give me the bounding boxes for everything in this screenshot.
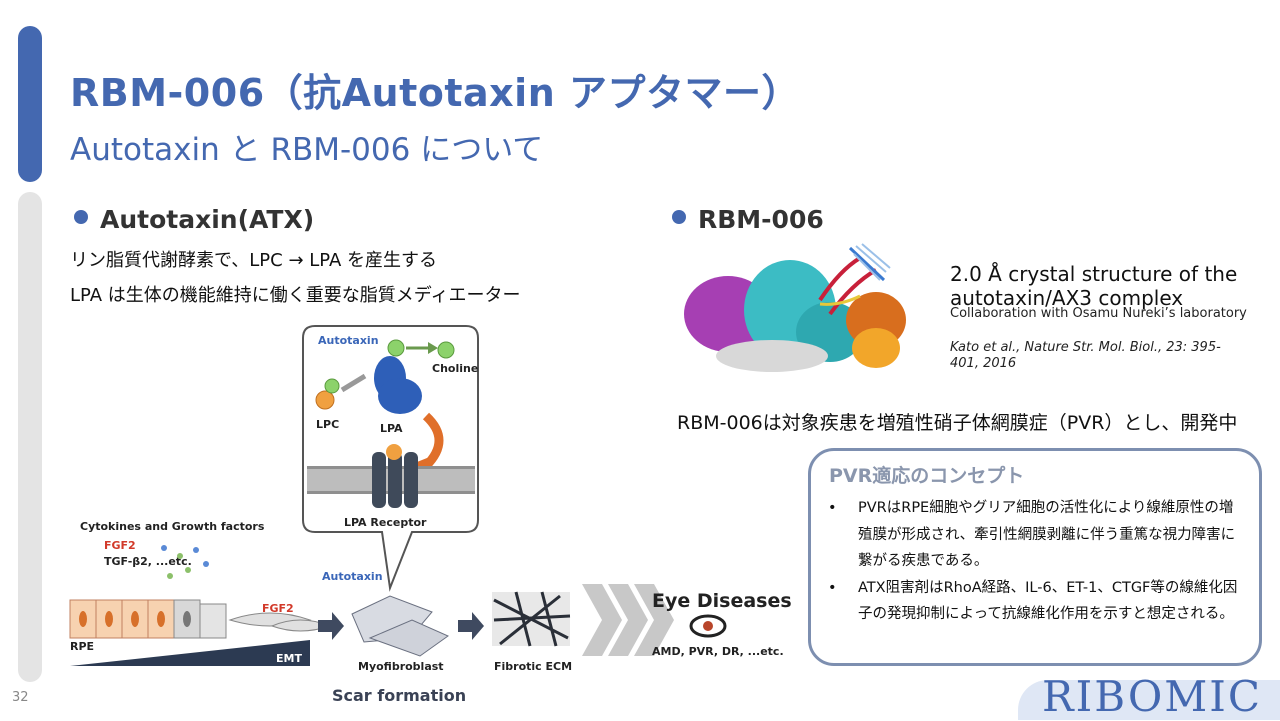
lpc-head-icon (324, 378, 340, 394)
section-heading-autotaxin: Autotaxin(ATX) (74, 205, 314, 234)
lpa-label: LPA (380, 422, 403, 435)
myofibroblast-cell (368, 619, 450, 657)
pvr-item-text: PVRはRPE細胞やグリア細胞の活性化により線維原性の増殖膜が形成され、牽引性網… (858, 500, 1236, 569)
cytokine-dot-icon (161, 545, 167, 551)
cytokine-dot-icon (203, 561, 209, 567)
eye-diseases-label: Eye Diseases (652, 590, 792, 612)
pvr-concept-title: PVR適応のコンセプト (829, 465, 1025, 487)
rpe-label: RPE (70, 640, 94, 653)
emt-label: EMT (276, 652, 302, 665)
aptamer-backbone (819, 294, 861, 306)
page-number: 32 (12, 690, 29, 705)
cytokine-dot-icon (167, 573, 173, 579)
autotaxin-line-1: リン脂質代謝酵素で、LPC → LPA を産生する (70, 250, 438, 271)
aptamer-helix-rungs (853, 243, 891, 281)
autotaxin-enzyme-body-icon (378, 378, 422, 414)
list-item: • PVRはRPE細胞やグリア細胞の活性化により線維原性の増殖膜が形成され、牽引… (826, 495, 1246, 575)
pvr-concept-box (808, 448, 1262, 666)
crystal-structure-title: 2.0 Å crystal structure of the autotaxin… (950, 262, 1238, 310)
rpe-cell (95, 599, 123, 639)
cell-nucleus-icon (183, 611, 191, 627)
accent-bar-top (18, 26, 42, 182)
fgf2-cell-label: FGF2 (262, 602, 294, 615)
pvr-concept-list: • PVRはRPE細胞やグリア細胞の活性化により線維原性の増殖膜が形成され、牽引… (826, 495, 1246, 628)
autotaxin-pathway-figure: Autotaxin Choline LPC LPA LPA Receptor C… (69, 325, 792, 705)
rpe-nucleus-icon (157, 611, 165, 627)
cytokine-dot-icon (177, 553, 183, 559)
accent-bar-side (18, 192, 42, 682)
inset-title: Autotaxin (318, 334, 379, 347)
choline-label: Choline (432, 362, 478, 375)
bullet-dot-icon (74, 210, 88, 224)
choline-molecule-icon (437, 341, 455, 359)
lpa-molecule-icon (387, 339, 405, 357)
receptor-icon (372, 452, 386, 508)
rpe-nucleus-icon (79, 611, 87, 627)
emt-wedge (70, 640, 310, 666)
logo-band (1018, 680, 1280, 720)
cytokine-dot-icon (193, 547, 199, 553)
bullet-icon: • (828, 579, 837, 596)
rpe-nucleus-icon (105, 611, 113, 627)
chevron-right-icon (582, 584, 622, 656)
diseases-list-label: AMD, PVR, DR, ...etc. (652, 645, 784, 658)
autotaxin-line-2: LPA は生体の機能維持に働く重要な脂質メディエーター (70, 285, 521, 306)
chevron-right-icon (634, 584, 674, 656)
receptor-segment-2 (388, 452, 402, 508)
citation: Kato et al., Nature Str. Mol. Biol., 23:… (950, 340, 1221, 371)
rpe-nucleus-icon (131, 611, 139, 627)
cytokines-label: Cytokines and Growth factors (80, 520, 265, 533)
transitioning-cell (199, 603, 227, 639)
lpc-molecule-icon (315, 390, 335, 410)
section-heading-text: Autotaxin(ATX) (100, 205, 315, 234)
tgf-label: TGF-β2, ...etc. (104, 555, 192, 568)
receptor-label: LPA Receptor (344, 516, 427, 529)
choline-arrowhead-icon (428, 342, 438, 354)
rbm006-development-statement: RBM-006は対象疾患を増殖性硝子体網膜症（PVR）とし、開発中 (677, 412, 1238, 434)
eye-pupil-icon (703, 621, 713, 631)
cytokine-dot-icon (185, 567, 191, 573)
protein-domain-yellow (852, 328, 900, 368)
autotaxin-cell-label: Autotaxin (322, 570, 383, 583)
bound-lpa-icon (386, 444, 402, 460)
crystal-structure-image (684, 243, 906, 372)
protein-domain-gray (716, 340, 828, 372)
section-heading-text: RBM-006 (698, 205, 824, 234)
pvr-item-text: ATX阻害剤はRhoA経路、IL-6、ET-1、CTGF等の線維化因子の発現抑制… (858, 579, 1238, 623)
scar-formation-label: Scar formation (332, 686, 466, 705)
section-heading-rbm006: RBM-006 (672, 205, 824, 234)
step-arrow-icon (318, 612, 344, 640)
lpc-label: LPC (316, 418, 339, 431)
myofibroblast-label: Myofibroblast (358, 660, 444, 673)
ecm-fiber (493, 591, 571, 647)
chevron-right-icon (608, 584, 648, 656)
slide-subtitle: Autotaxin と RBM-006 について (70, 132, 544, 168)
fibrotic-ecm-label: Fibrotic ECM (494, 660, 572, 673)
lpc-arrow-icon (340, 373, 367, 393)
list-item: • ATX阻害剤はRhoA経路、IL-6、ET-1、CTGF等の線維化因子の発現… (826, 575, 1246, 628)
slide-title: RBM-006（抗Autotaxin アプタマー） (70, 71, 800, 115)
bullet-icon: • (828, 500, 837, 516)
receptor-segment-3 (404, 452, 418, 508)
step-arrow-icon (458, 612, 484, 640)
aptamer-helix (848, 246, 886, 282)
fgf2-label: FGF2 (104, 539, 136, 552)
bullet-dot-icon (672, 210, 686, 224)
collaboration-note: Collaboration with Osamu Nureki’s labora… (950, 306, 1247, 321)
ribomic-logo: RIBOMIC (1042, 672, 1263, 721)
